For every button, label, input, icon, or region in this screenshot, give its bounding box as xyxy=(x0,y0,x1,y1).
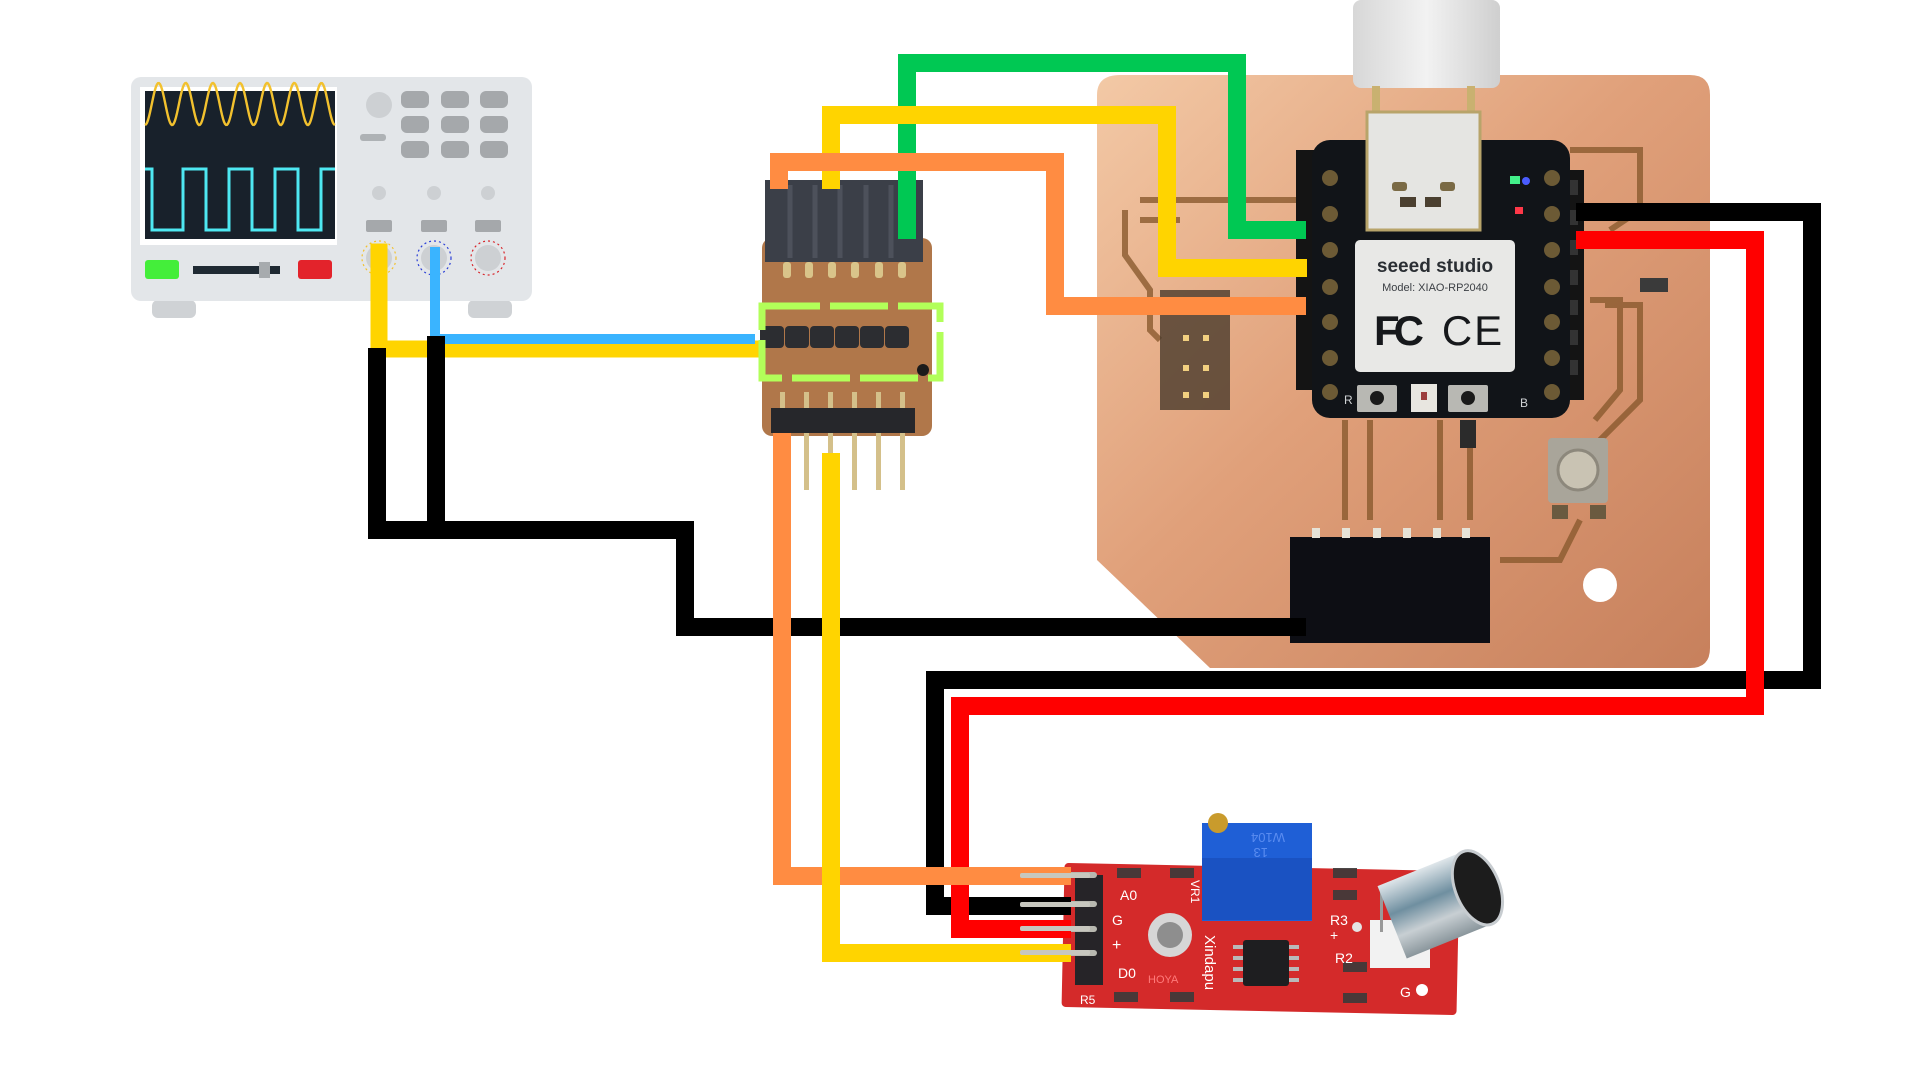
wires xyxy=(368,54,1821,962)
keypad-button[interactable] xyxy=(441,141,469,158)
xiao-brand: seeed studio xyxy=(1377,256,1493,277)
microphone xyxy=(1370,849,1505,968)
status-led-green xyxy=(1510,176,1520,184)
mounting-hole xyxy=(1583,568,1617,602)
scope-foot-left xyxy=(152,300,196,318)
channel-button-1[interactable] xyxy=(366,220,392,232)
keypad-button[interactable] xyxy=(441,116,469,133)
usb-cable-boot xyxy=(1353,0,1500,88)
keypad-button[interactable] xyxy=(401,116,429,133)
pin-label-a0: A0 xyxy=(1120,887,1137,903)
status-led-blue xyxy=(1522,177,1530,185)
r2-label: R2 xyxy=(1335,950,1353,966)
channel-led-1 xyxy=(372,186,386,200)
pcb-bottom-header xyxy=(1290,537,1490,643)
scope-main-knob[interactable] xyxy=(366,92,392,118)
pot-adjust-screw[interactable] xyxy=(1208,813,1228,833)
reset-label: R xyxy=(1344,393,1353,407)
breakout-middle-row xyxy=(760,326,909,348)
pin-label-d0: D0 xyxy=(1118,965,1136,981)
scope-power-button[interactable] xyxy=(145,260,179,279)
square-trace xyxy=(145,167,335,232)
keypad-button[interactable] xyxy=(480,141,508,158)
sine-trace xyxy=(144,81,336,127)
usb-c-cable xyxy=(1353,0,1500,232)
plus-label: + xyxy=(1330,927,1338,943)
probe-highlight-box xyxy=(758,302,944,382)
wire-scope-gnd[interactable] xyxy=(368,348,1306,636)
scope-slider-track xyxy=(193,266,280,274)
smd-resistor xyxy=(1460,420,1476,448)
pot-sub-label: 13 xyxy=(1254,845,1268,860)
channel-led-2 xyxy=(427,186,441,200)
channel-button-2[interactable] xyxy=(421,220,447,232)
wire-yellow-top[interactable] xyxy=(822,106,1307,277)
sound-sensor-module: A0 G + D0 R5 HOYA Xindapu VR1 R3 + xyxy=(1012,813,1505,1016)
wire-orange-bottom[interactable] xyxy=(773,433,1071,885)
pin-label-g: G xyxy=(1112,912,1123,928)
channel-led-3 xyxy=(481,186,495,200)
keypad-button[interactable] xyxy=(480,91,508,108)
pcb-traces xyxy=(1122,147,1643,563)
keypad-button[interactable] xyxy=(480,116,508,133)
vr1-label: VR1 xyxy=(1188,880,1202,904)
oscilloscope xyxy=(131,77,532,318)
xiao-left-pads xyxy=(1322,170,1338,400)
xiao-model: Model: XIAO-RP2040 xyxy=(1382,282,1488,294)
scope-screen xyxy=(145,91,335,239)
r3-label: R3 xyxy=(1330,912,1348,928)
potentiometer[interactable]: W104 13 xyxy=(1202,813,1312,921)
wire-orange-top[interactable] xyxy=(770,153,1306,315)
xiao-shield xyxy=(1355,240,1515,372)
keypad-button[interactable] xyxy=(441,91,469,108)
sensor-pins-overlay xyxy=(1020,873,1090,955)
xiao-right-pads xyxy=(1544,170,1560,400)
g-label: G xyxy=(1400,984,1411,1000)
scope-keypad xyxy=(401,91,508,158)
usb-c-connector xyxy=(1365,110,1482,232)
pot-label: W104 xyxy=(1251,830,1285,845)
breakout-board xyxy=(758,180,944,490)
channel-button-3[interactable] xyxy=(475,220,501,232)
brand-label: Xindapu xyxy=(1201,935,1218,990)
opamp-ic xyxy=(1243,940,1289,986)
ce-mark: CE xyxy=(1442,307,1504,354)
wire-yellow-bottom[interactable] xyxy=(822,453,1071,962)
scope-indicator xyxy=(360,134,386,141)
pin-label-plus: + xyxy=(1112,937,1121,954)
scope-foot-right xyxy=(468,300,512,318)
power-led-red xyxy=(1515,207,1523,214)
fcc-mark: FC xyxy=(1374,307,1424,354)
r5-label: R5 xyxy=(1080,993,1096,1007)
hoya-label: HOYA xyxy=(1148,974,1179,986)
keypad-button[interactable] xyxy=(401,91,429,108)
boot-label: B xyxy=(1520,396,1528,410)
ch3-knob[interactable] xyxy=(470,240,506,276)
breakout-male-header xyxy=(771,408,915,433)
user-button[interactable] xyxy=(1548,438,1608,519)
scope-stop-button[interactable] xyxy=(298,260,332,279)
mounting-hole-sensor xyxy=(1148,913,1192,957)
wire-xiao-3v3[interactable] xyxy=(951,231,1764,938)
sensor-pcb xyxy=(1061,862,1460,1016)
keypad-button[interactable] xyxy=(401,141,429,158)
smd-resistor xyxy=(1640,278,1668,292)
scope-slider-handle[interactable] xyxy=(259,262,270,278)
